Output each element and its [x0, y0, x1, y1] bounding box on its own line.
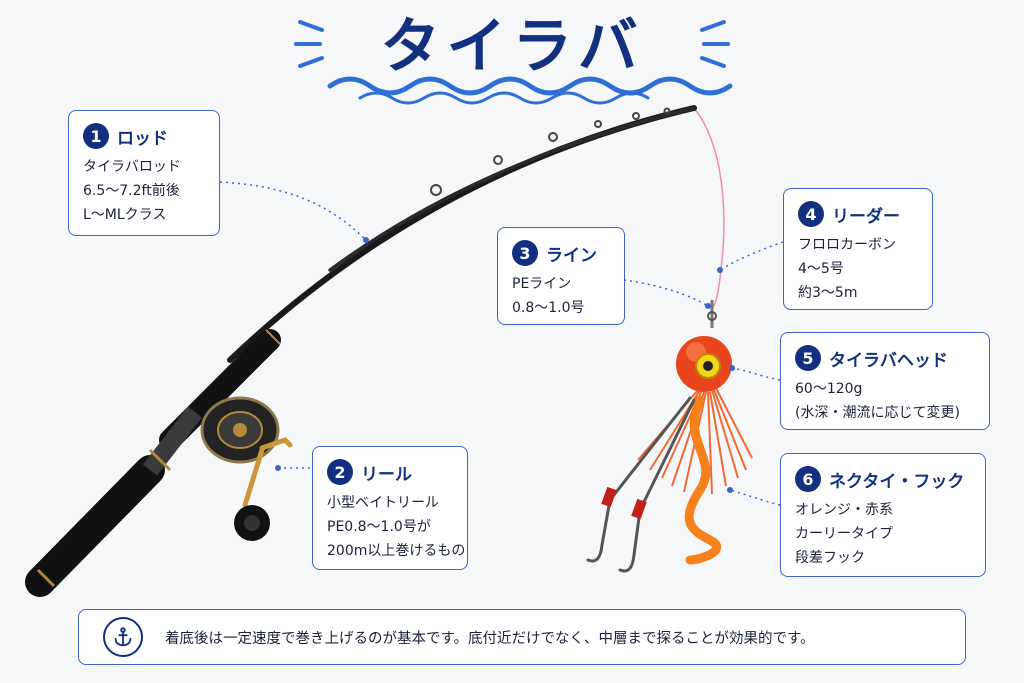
title-dash-right-icon — [700, 20, 730, 68]
fishing-line — [693, 107, 725, 313]
callout-line: (水深・潮流に応じて変更) — [795, 405, 960, 421]
callout-line: 60〜120g — [795, 381, 863, 397]
callout-line: カーリータイプ — [795, 526, 893, 542]
swivel-icon — [707, 300, 717, 328]
callout-title: ロッド — [117, 128, 168, 149]
assist-hooks-icon — [586, 396, 696, 573]
number-badge: 5 — [795, 345, 821, 371]
callout-leader: 4 リーダー フロロカーボン 4〜5号 約3〜5m — [783, 188, 933, 310]
anchor-icon — [103, 617, 143, 657]
tairaba-head-icon — [676, 336, 732, 392]
callout-title: タイラバヘッド — [829, 350, 948, 371]
callout-title: リーダー — [832, 206, 900, 227]
number-badge: 6 — [795, 466, 821, 492]
callout-line: 小型ベイトリール — [327, 495, 439, 511]
callout-line: 約3〜5m — [798, 285, 858, 301]
callout-line: 段差フック — [795, 550, 865, 566]
title-wave-icon — [327, 76, 733, 96]
callout-tairaba-head: 5 タイラバヘッド 60〜120g (水深・潮流に応じて変更) — [780, 332, 990, 430]
reel-icon — [200, 396, 293, 541]
callout-line: PEライン — [512, 276, 572, 292]
callout-line: 4〜5号 — [798, 261, 844, 277]
callout-line: 0.8〜1.0号 — [512, 300, 585, 316]
callout-title: リール — [361, 464, 412, 485]
callout-line: フロロカーボン — [798, 237, 896, 253]
curly-tie-icon — [684, 395, 722, 565]
callout-rod: 1 ロッド タイラバロッド 6.5〜7.2ft前後 L〜MLクラス — [68, 110, 220, 236]
callout-line: 200m以上巻けるもの — [327, 543, 466, 559]
page-title: タイラバ — [380, 12, 644, 82]
tip-text: 着底後は一定速度で巻き上げるのが基本です。底付近だけでなく、中層まで探ることが効… — [165, 630, 815, 647]
rod-icon — [25, 105, 697, 597]
tip-banner: 着底後は一定速度で巻き上げるのが基本です。底付近だけでなく、中層まで探ることが効… — [78, 609, 966, 665]
connector-lines — [219, 181, 784, 506]
callout-line: L〜MLクラス — [83, 207, 167, 223]
connector-dots — [275, 237, 735, 493]
number-badge: 4 — [798, 201, 824, 227]
callout-line: オレンジ・赤系 — [795, 502, 893, 518]
callout-necktie-hook: 6 ネクタイ・フック オレンジ・赤系 カーリータイプ 段差フック — [780, 453, 986, 577]
title-dash-left-icon — [294, 20, 324, 68]
title-wave-small-icon — [358, 91, 650, 105]
number-badge: 2 — [327, 459, 353, 485]
number-badge: 3 — [512, 240, 538, 266]
callout-line: PE0.8〜1.0号が — [327, 519, 431, 535]
callout-line: タイラバロッド — [83, 159, 181, 175]
callout-title: ネクタイ・フック — [829, 471, 965, 492]
number-badge: 1 — [83, 123, 109, 149]
callout-reel: 2 リール 小型ベイトリール PE0.8〜1.0号が 200m以上巻けるもの — [312, 446, 468, 570]
callout-line: 6.5〜7.2ft前後 — [83, 183, 180, 199]
callout-line: 3 ライン PEライン 0.8〜1.0号 — [497, 227, 625, 325]
callout-title: ライン — [546, 245, 597, 266]
